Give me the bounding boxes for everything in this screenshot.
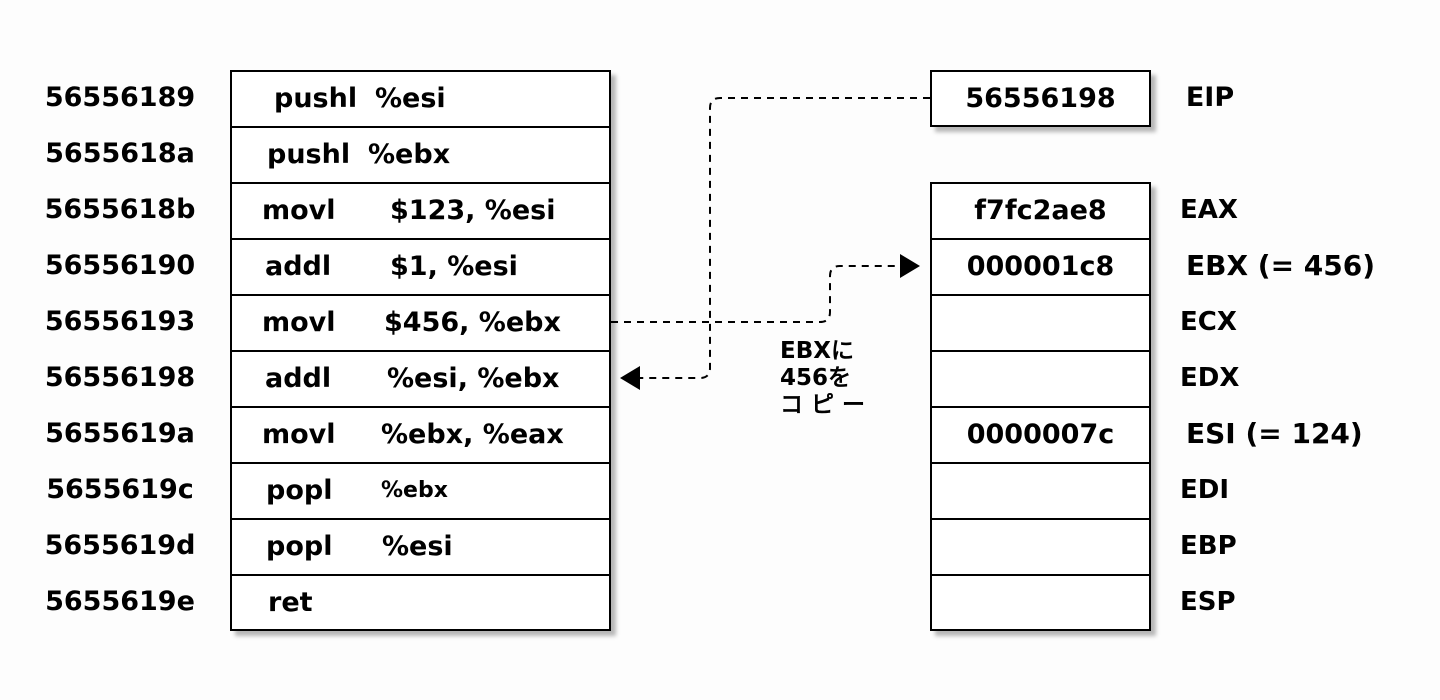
instruction-address: 56556198 xyxy=(44,362,196,393)
register-cell xyxy=(932,518,1149,574)
instruction-address: 5655619a xyxy=(45,418,195,449)
instruction-address: 5655618b xyxy=(44,194,196,225)
register-name: EAX xyxy=(1180,195,1238,225)
register-value: f7fc2ae8 xyxy=(974,195,1107,226)
eip-pointer-arrow-line xyxy=(640,97,930,379)
instruction-operands: %ebx xyxy=(368,139,451,170)
register-name: EDX xyxy=(1180,363,1240,393)
register-value: 0000007c xyxy=(966,419,1115,450)
instruction-operands: %ebx xyxy=(381,478,448,503)
register-name: EDI xyxy=(1180,475,1230,505)
copy-arrowhead xyxy=(900,254,920,278)
instruction-address: 5655619c xyxy=(46,474,194,505)
instruction-address: 5655618a xyxy=(45,138,195,169)
register-file-box: f7fc2ae8 000001c8 0000007c xyxy=(930,182,1151,631)
instruction-memory-box: pushl %esi pushl %ebx movl $123, %esi addl $1, … xyxy=(230,70,611,631)
instruction-opcode: pushl xyxy=(274,83,358,114)
instruction-opcode: movl xyxy=(262,195,336,226)
instruction-opcode: movl xyxy=(262,419,336,450)
instruction-operands: %esi xyxy=(375,83,446,114)
instruction-address: 5655619d xyxy=(44,530,196,561)
register-cell xyxy=(932,462,1149,518)
register-name: ECX xyxy=(1180,307,1237,337)
eip-box: 56556198 xyxy=(930,70,1151,127)
instruction-address: 56556193 xyxy=(44,306,196,337)
register-cell xyxy=(932,350,1149,406)
instruction-operands: $123, %esi xyxy=(390,195,556,226)
annotation-line-2: 456を xyxy=(780,365,852,391)
register-value: 000001c8 xyxy=(966,251,1115,282)
instruction-opcode: popl xyxy=(266,475,333,506)
instruction-address: 5655619e xyxy=(45,586,195,617)
instruction-opcode: pushl xyxy=(267,139,351,170)
instruction-opcode: addl xyxy=(265,363,332,394)
instruction-address: 56556190 xyxy=(44,250,196,281)
register-cell: f7fc2ae8 xyxy=(932,184,1149,240)
register-cell: 000001c8 xyxy=(932,238,1149,294)
instruction-operands: $456, %ebx xyxy=(384,307,561,338)
instruction-opcode: popl xyxy=(266,531,333,562)
instruction-row: ret xyxy=(232,574,609,630)
instruction-operands: %esi, %ebx xyxy=(387,363,560,394)
instruction-opcode: ret xyxy=(268,587,313,618)
register-cell xyxy=(932,294,1149,350)
annotation-line-3: コ ピ ー xyxy=(780,392,866,418)
instruction-row: movl $456, %ebx xyxy=(232,294,609,350)
instruction-row: popl %esi xyxy=(232,518,609,574)
eip-pointer-arrowhead xyxy=(620,366,640,390)
annotation-line-1: EBXに xyxy=(780,338,854,364)
instruction-row: pushl %ebx xyxy=(232,126,609,182)
register-name: EBP xyxy=(1180,531,1237,561)
register-name: EBX (= 456) xyxy=(1186,249,1376,282)
instruction-operands: %esi xyxy=(382,531,453,562)
register-name: ESP xyxy=(1180,587,1236,617)
instruction-row: addl $1, %esi xyxy=(232,238,609,294)
copy-arrow-line xyxy=(611,265,900,323)
copy-annotation: EBXに 456を コ ピ ー xyxy=(780,338,865,419)
eip-label: EIP xyxy=(1185,82,1235,113)
instruction-row: movl %ebx, %eax xyxy=(232,406,609,462)
instruction-opcode: movl xyxy=(262,307,336,338)
register-name: ESI (= 124) xyxy=(1186,417,1363,450)
instruction-operands: $1, %esi xyxy=(390,251,518,282)
instruction-row: popl %ebx xyxy=(232,462,609,518)
instruction-row: movl $123, %esi xyxy=(232,182,609,238)
register-cell xyxy=(932,574,1149,630)
instruction-opcode: addl xyxy=(265,251,332,282)
instruction-address: 56556189 xyxy=(44,82,196,113)
eip-value: 56556198 xyxy=(965,83,1116,114)
instruction-row: addl %esi, %ebx xyxy=(232,350,609,406)
eip-cell: 56556198 xyxy=(932,72,1149,128)
register-cell: 0000007c xyxy=(932,406,1149,462)
instruction-row: pushl %esi xyxy=(232,72,609,128)
instruction-operands: %ebx, %eax xyxy=(381,419,564,450)
